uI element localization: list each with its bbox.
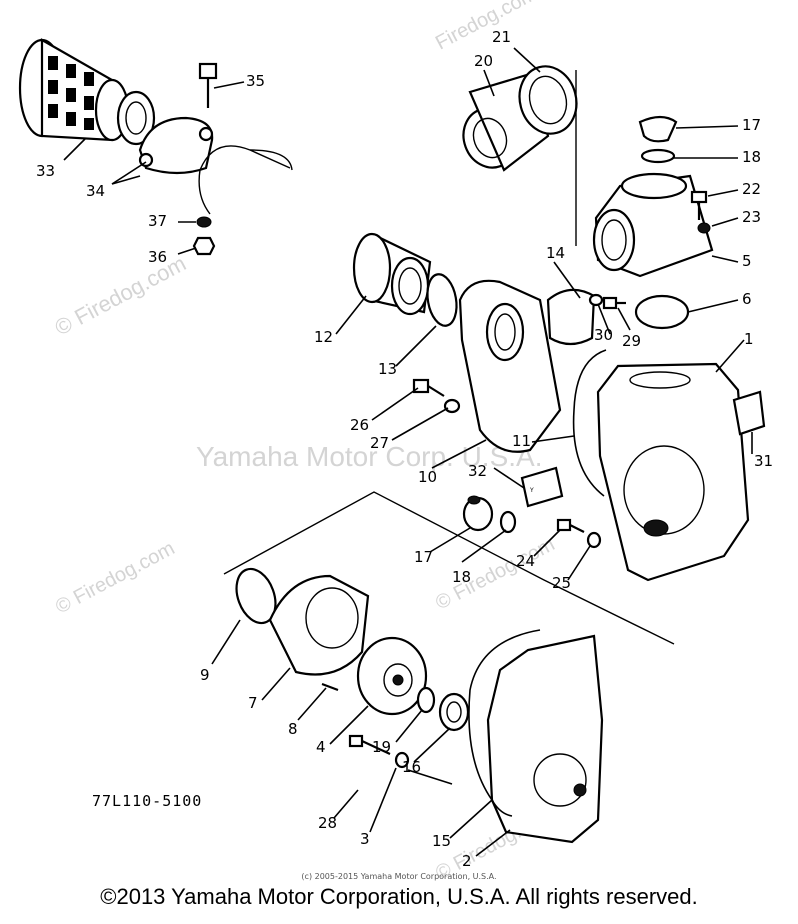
svg-text:Y: Y: [529, 487, 534, 494]
mechanical-seal-part-16: [438, 692, 470, 732]
callout-7: 7: [248, 694, 258, 712]
emblem-part-32: Y: [520, 466, 564, 508]
shim-part-19: [416, 686, 436, 714]
bolt-part-35: [198, 62, 218, 108]
callout-18-top: 18: [742, 148, 761, 166]
callout-24: 24: [516, 552, 535, 570]
o-ring-part-18: [499, 510, 517, 534]
impeller-part-4: [356, 636, 428, 716]
callout-2: 2: [462, 852, 472, 870]
callout-19: 19: [372, 738, 391, 756]
assembly-guide-line: [223, 491, 675, 645]
callout-12: 12: [314, 328, 333, 346]
housing-part-2: [486, 634, 604, 844]
o-ring-part-9: [235, 567, 277, 625]
footer-copyright: ©2013 Yamaha Motor Corporation, U.S.A. A…: [100, 884, 698, 909]
watermark-firedog-mid-right: © Firedog.com: [432, 533, 558, 614]
label-plate-part-31: [732, 390, 766, 436]
callout-23: 23: [742, 208, 761, 226]
screw-part-29: [602, 296, 626, 310]
callout-29: 29: [622, 332, 641, 350]
pin-part-8: [321, 682, 339, 692]
callout-21: 21: [492, 28, 511, 46]
callout-31: 31: [754, 452, 773, 470]
pump-casing-part-1: [596, 362, 750, 582]
callout-17-top: 17: [742, 116, 761, 134]
inlet-fitting-part-12: [352, 232, 432, 316]
callout-18: 18: [452, 568, 471, 586]
callout-8: 8: [288, 720, 298, 738]
flapper-valve-part-14: [546, 288, 596, 346]
strainer-part-33: [18, 38, 156, 146]
callout-9: 9: [200, 666, 210, 684]
washer-part-25: [586, 531, 602, 549]
pump-head-part-5: [592, 172, 714, 278]
callout-20: 20: [474, 52, 493, 70]
nut-part-36: [192, 236, 216, 256]
callout-28: 28: [318, 814, 337, 832]
bolt-part-28: [348, 734, 391, 755]
bolt-part-22: [690, 190, 708, 220]
callout-33: 33: [36, 162, 55, 180]
washer-part-27: [443, 398, 461, 414]
washer-part-3: [394, 751, 410, 769]
o-ring-part-13: [426, 273, 458, 327]
gasket-part-21: [518, 65, 578, 135]
o-ring-part-6: [634, 294, 690, 330]
watermark-firedog-left: © Firedog.com: [51, 250, 190, 340]
watermark-main: Yamaha Motor Corp. U.S.A.: [196, 441, 543, 472]
gasket-part-15: [468, 629, 541, 817]
priming-cap-part-17-top: [638, 115, 678, 143]
callout-4: 4: [316, 738, 326, 756]
drawing-number: 77L110-5100: [92, 792, 203, 810]
callout-36: 36: [148, 248, 167, 266]
callout-1: 1: [744, 330, 754, 348]
callout-14: 14: [546, 244, 565, 262]
washer-part-23: [697, 222, 711, 234]
callout-5: 5: [742, 252, 752, 270]
washer-part-37: [196, 216, 212, 228]
drain-plug-part-17: [462, 495, 494, 532]
leader-lines: [63, 47, 753, 857]
watermark-firedog-top: Firedog.com: [432, 0, 540, 54]
callout-17: 17: [414, 548, 433, 566]
callout-37: 37: [148, 212, 167, 230]
hose-clamp-part-34: [138, 116, 214, 175]
o-ring-part-18-top: [640, 148, 676, 164]
volute-part-7: [268, 574, 370, 676]
bolt-part-26: [412, 378, 445, 397]
suction-cover-part-10: [458, 279, 562, 453]
callout-11: 11: [512, 432, 531, 450]
bolt-part-24: [556, 518, 585, 533]
watermark-firedog-mid: © Firedog.com: [52, 537, 178, 618]
callout-3: 3: [360, 830, 370, 848]
callout-25: 25: [552, 574, 571, 592]
callout-numbers: 33 34 35 37 36 20 21 17 18 22 23 5 6 14 …: [36, 28, 773, 870]
small-copyright: (c) 2005-2015 Yamaha Motor Corporation, …: [301, 872, 497, 881]
callout-13: 13: [378, 360, 397, 378]
callout-30: 30: [594, 326, 613, 344]
callout-35: 35: [246, 72, 265, 90]
suction-hose: [198, 145, 293, 215]
callout-34: 34: [86, 182, 105, 200]
callout-22: 22: [742, 180, 761, 198]
callout-32: 32: [468, 462, 487, 480]
callout-16: 16: [402, 758, 421, 776]
callout-26: 26: [350, 416, 369, 434]
callout-10: 10: [418, 468, 437, 486]
callout-15: 15: [432, 832, 451, 850]
gasket-part-11: [572, 349, 607, 497]
washer-part-30: [588, 293, 604, 307]
callout-27: 27: [370, 434, 389, 452]
callout-6: 6: [742, 290, 752, 308]
